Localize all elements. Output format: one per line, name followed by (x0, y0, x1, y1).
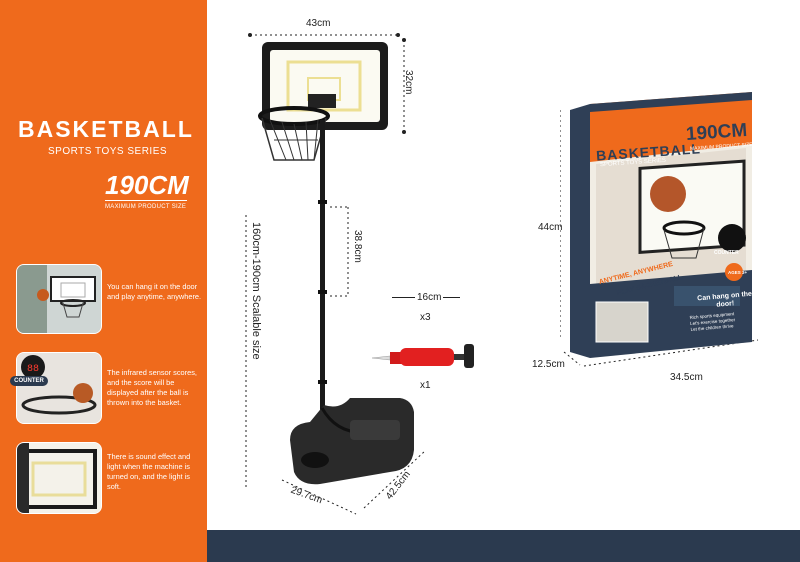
brand-size-subtitle: MAXIMUM PRODUCT SIZE (105, 204, 187, 210)
label-box-height: 44cm (538, 222, 563, 233)
feature-text-light: There is sound effect and light when the… (107, 452, 191, 491)
label-pump-qty: x1 (420, 380, 431, 391)
feature-thumb-light (16, 442, 102, 514)
label-board-height: 32cm (403, 70, 414, 95)
basketball-stand-illustration (245, 33, 427, 515)
brand-subtitle: SPORTS TOYS SERIES (48, 146, 168, 157)
box-counter: COUNTER (714, 250, 739, 256)
label-ball-size: 16cm (415, 292, 444, 303)
feature-text-counter: The infrared sensor scores, and the scor… (107, 368, 197, 407)
product-box-illustration (560, 92, 759, 367)
label-box-depth: 12.5cm (532, 359, 565, 370)
label-ball-qty: x3 (420, 312, 431, 323)
label-board-width: 43cm (306, 18, 331, 29)
box-age: AGES 3+ (728, 270, 748, 275)
label-height-range: 160cm-190cm Scalable size (250, 222, 262, 360)
label-box-width: 34.5cm (670, 372, 703, 383)
feature-thumb-door (16, 264, 102, 334)
label-pole-section: 38.8cm (352, 230, 363, 263)
brand-size: 190CM (105, 170, 189, 200)
pump-icon (371, 344, 474, 368)
svg-text:88: 88 (27, 364, 39, 375)
bottom-bar (207, 530, 800, 562)
size-divider (105, 200, 187, 201)
brand-title: BASKETBALL (18, 116, 194, 142)
counter-badge: COUNTER (10, 376, 48, 386)
feature-text-door: You can hang it on the door and play any… (107, 282, 202, 301)
feature-thumb-counter: 88 (16, 352, 102, 424)
